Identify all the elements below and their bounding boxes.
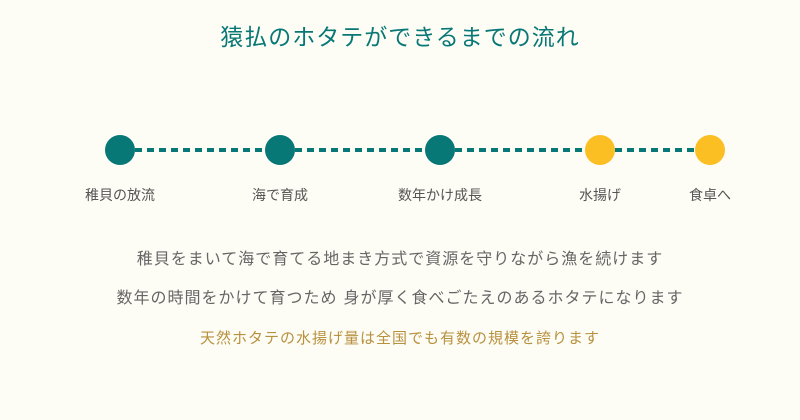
step-node (695, 135, 725, 165)
diagram-title: 猿払のホタテができるまでの流れ (220, 25, 580, 51)
description-line-2: 数年の時間をかけて育つため 身が厚く食べごたえのあるホタテになります (116, 288, 684, 307)
step-label: 稚貝の放流 (85, 188, 155, 204)
step-label: 海で育成 (252, 188, 308, 204)
timeline-nodes (105, 135, 725, 165)
step-node (105, 135, 135, 165)
step-label: 水揚げ (579, 188, 621, 204)
step-node (425, 135, 455, 165)
timeline (105, 135, 725, 165)
step-node (585, 135, 615, 165)
step-node (265, 135, 295, 165)
highlight-note: 天然ホタテの水揚げ量は全国でも有数の規模を誇ります (199, 329, 600, 347)
step-label: 食卓へ (689, 188, 731, 204)
description-line-1: 稚貝をまいて海で育てる地まき方式で資源を守りながら漁を続けます (136, 249, 664, 268)
step-label: 数年かけ成長 (398, 188, 482, 204)
